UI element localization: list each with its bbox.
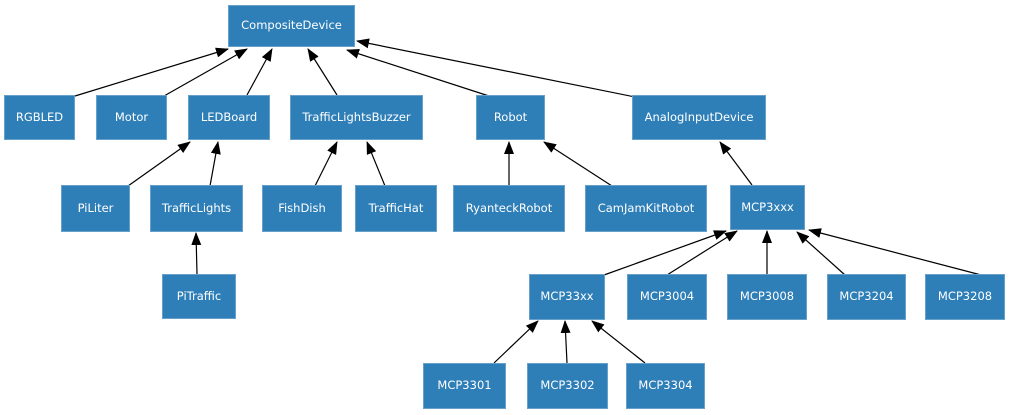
node-mcp3302[interactable]: MCP3302	[527, 363, 608, 409]
edge-mcp3208-to-mcp3xxx	[808, 228, 986, 277]
edge-analoginputdevice-to-compositedevice	[356, 38, 646, 100]
node-analoginputdevice[interactable]: AnalogInputDevice	[632, 95, 766, 140]
node-mcp3204[interactable]: MCP3204	[827, 274, 906, 320]
edge-fishdish-to-trafficlightsbuzzer	[314, 141, 338, 187]
edge-camjamkitrobot-to-robot	[543, 141, 613, 187]
node-trafficlights[interactable]: TrafficLights	[150, 185, 243, 232]
node-robot[interactable]: Robot	[476, 95, 545, 140]
edge-mcp3302-to-mcp33xx	[560, 320, 571, 364]
node-traffichat[interactable]: TrafficHat	[355, 185, 437, 232]
edge-ledboard-to-compositedevice	[246, 48, 273, 96]
edge-mcp3304-to-mcp33xx	[591, 320, 646, 364]
node-motor[interactable]: Motor	[96, 95, 167, 140]
node-trafficlightsbuzzer[interactable]: TrafficLightsBuzzer	[290, 95, 423, 140]
edge-traffichat-to-trafficlightsbuzzer	[366, 141, 386, 187]
node-mcp3004[interactable]: MCP3004	[627, 274, 707, 320]
edge-mcp3xxx-to-analoginputdevice	[719, 141, 753, 186]
node-mcp3301[interactable]: MCP3301	[423, 363, 506, 409]
node-compositedevice[interactable]: CompositeDevice	[228, 5, 355, 47]
edge-piliter-to-ledboard	[127, 141, 191, 187]
node-pitraffic[interactable]: PiTraffic	[162, 274, 236, 319]
edge-motor-to-compositedevice	[163, 48, 248, 97]
node-rgbled[interactable]: RGBLED	[4, 95, 75, 140]
node-ryanteckrobot[interactable]: RyanteckRobot	[453, 185, 565, 232]
edge-rgbled-to-compositedevice	[74, 47, 229, 97]
node-mcp3304[interactable]: MCP3304	[626, 363, 705, 409]
node-mcp3208[interactable]: MCP3208	[925, 274, 1005, 320]
edge-trafficlightsbuzzer-to-compositedevice	[307, 48, 338, 96]
edge-robot-to-compositedevice	[346, 48, 490, 97]
node-fishdish[interactable]: FishDish	[262, 185, 342, 232]
edge-trafficlights-to-ledboard	[209, 141, 221, 187]
edge-mcp3204-to-mcp3xxx	[796, 231, 846, 276]
node-mcp3xxx[interactable]: MCP3xxx	[730, 185, 805, 230]
edge-pitraffic-to-trafficlights	[191, 232, 202, 275]
edge-mcp3004-to-mcp3xxx	[666, 230, 738, 276]
node-mcp33xx[interactable]: MCP33xx	[529, 274, 605, 320]
node-ledboard[interactable]: LEDBoard	[188, 95, 270, 140]
node-mcp3008[interactable]: MCP3008	[727, 274, 807, 320]
edge-mcp33xx-to-mcp3xxx	[603, 230, 727, 276]
edge-mcp3301-to-mcp33xx	[493, 320, 539, 364]
node-piliter[interactable]: PiLiter	[61, 185, 130, 232]
node-camjamkitrobot[interactable]: CamJamKitRobot	[585, 185, 707, 232]
